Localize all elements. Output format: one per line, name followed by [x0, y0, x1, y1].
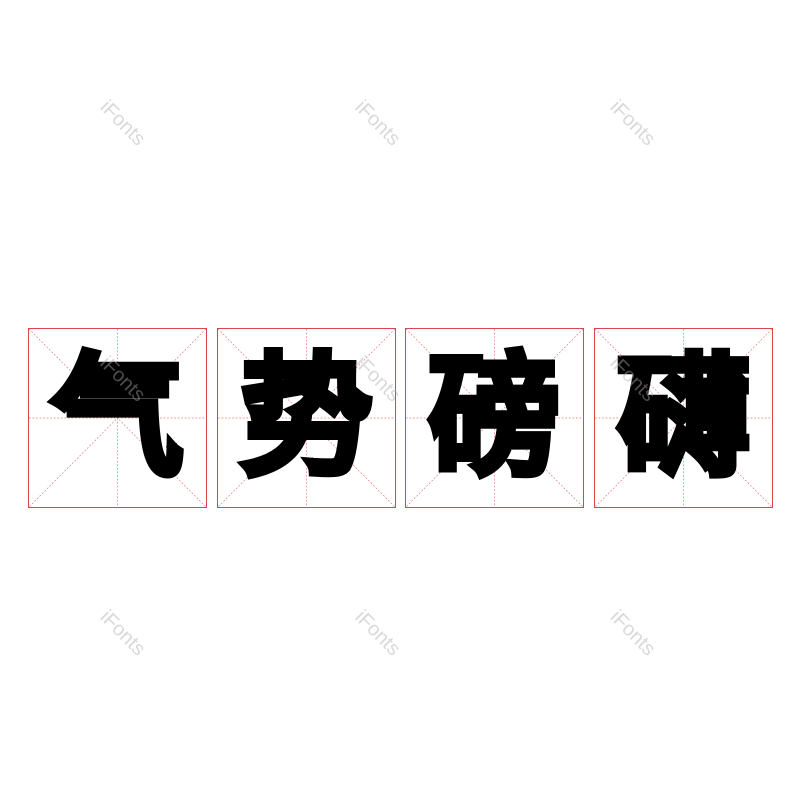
watermark: iFonts: [605, 606, 660, 661]
watermark: iFonts: [350, 606, 405, 661]
character-box-3: 磅: [405, 328, 584, 508]
watermark: iFonts: [350, 96, 405, 151]
character-glyph: 礴: [615, 341, 753, 495]
grid-guides: [595, 329, 772, 507]
watermark: iFonts: [605, 96, 660, 151]
watermark: iFonts: [95, 96, 150, 151]
character-glyph: 磅: [426, 341, 564, 495]
character-box-2: 势: [217, 328, 396, 508]
grid-guides: [406, 329, 583, 507]
character-box-1: 气: [28, 328, 207, 508]
character-glyph: 势: [238, 341, 376, 495]
watermark: iFonts: [95, 606, 150, 661]
character-glyph: 气: [49, 341, 187, 495]
grid-guides: [29, 329, 206, 507]
character-box-4: 礴: [594, 328, 773, 508]
grid-guides: [218, 329, 395, 507]
